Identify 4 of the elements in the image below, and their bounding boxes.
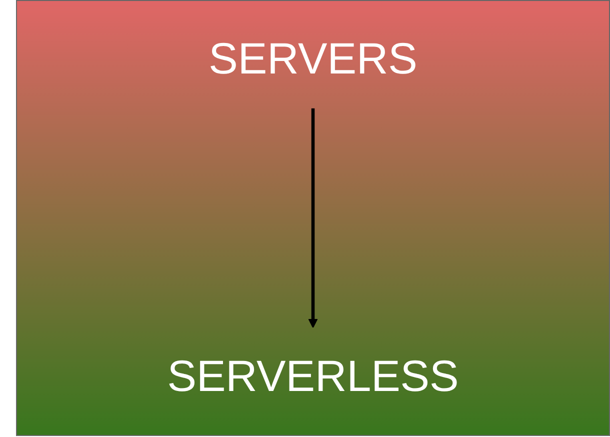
- node-text: SERVERLESS: [167, 352, 459, 402]
- node-text: SERVERS: [208, 34, 418, 84]
- flow-diagram: SERVERS SERVERLESS: [17, 1, 609, 435]
- arrow: [308, 108, 318, 328]
